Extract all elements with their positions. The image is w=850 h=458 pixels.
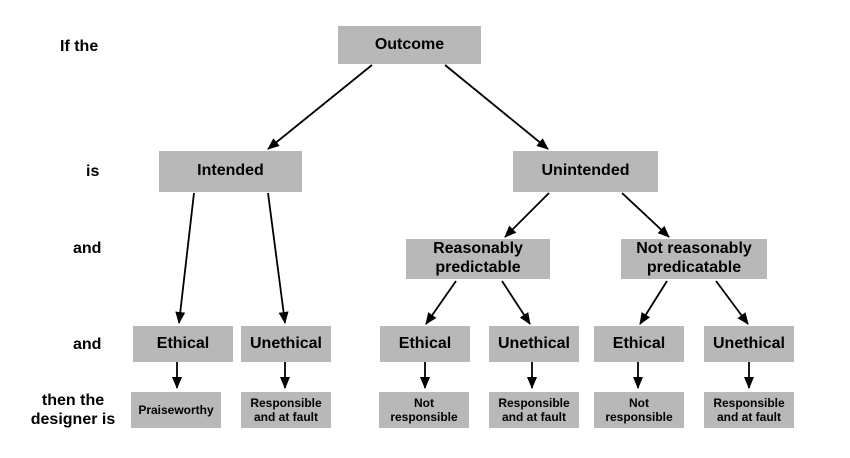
unethical-box-1: Unethical <box>241 326 331 362</box>
reasonably-predictable-line2: predictable <box>435 259 521 276</box>
outcome-box: Outcome <box>338 26 481 64</box>
row-label-then-the-designer-is: then the designer is <box>18 391 128 429</box>
responsible-at-fault-box-3: Responsible and at fault <box>704 392 794 428</box>
row-label-and-2: and <box>73 336 102 353</box>
arrow-intended-ethical <box>175 192 195 324</box>
arrow-predictable-ethical <box>425 280 457 325</box>
arrow-unintended-predictable <box>504 192 550 238</box>
arrow-unintended-notpredictable <box>621 192 670 238</box>
arrow-outcome-intended <box>267 64 373 150</box>
not-reasonably-predictable-line2: predicatable <box>646 259 742 276</box>
responsible-at-fault-2-line2: and at fault <box>501 410 566 424</box>
arrow-intended-unethical <box>267 192 289 324</box>
responsible-at-fault-2-line1: Responsible <box>498 395 570 410</box>
not-responsible-box-1: Not responsible <box>379 392 469 428</box>
arrow-notpredictable-unethical <box>715 280 749 325</box>
row-label-is: is <box>86 163 100 180</box>
not-responsible-1-line1: Not <box>414 395 434 410</box>
ethical-box-2: Ethical <box>380 326 470 362</box>
not-responsible-2-line1: Not <box>629 395 649 410</box>
responsible-at-fault-1-line1: Responsible <box>250 395 322 410</box>
reasonably-predictable-box: Reasonably predictable <box>406 239 550 279</box>
unethical-box-3: Unethical <box>704 326 794 362</box>
row-label-designer-is: designer is <box>30 411 116 428</box>
arrow-predictable-unethical <box>501 280 531 325</box>
not-responsible-2-line2: responsible <box>605 410 673 424</box>
row-label-then-the: then the <box>41 392 105 409</box>
not-reasonably-predictable-box: Not reasonably predicatable <box>621 239 767 279</box>
responsible-at-fault-box-2: Responsible and at fault <box>489 392 579 428</box>
unintended-box: Unintended <box>513 151 658 192</box>
responsible-at-fault-1-line2: and at fault <box>253 410 318 424</box>
intended-box: Intended <box>159 151 302 192</box>
responsible-at-fault-box-1: Responsible and at fault <box>241 392 331 428</box>
arrow-notpredictable-ethical <box>639 280 668 325</box>
arrow-outcome-unintended <box>444 64 549 150</box>
not-responsible-box-2: Not responsible <box>594 392 684 428</box>
praiseworthy-box: Praiseworthy <box>131 392 221 428</box>
not-reasonably-predictable-line1: Not reasonably <box>636 240 752 258</box>
row-label-if-the: If the <box>60 38 99 55</box>
responsible-at-fault-3-line1: Responsible <box>713 395 785 410</box>
not-responsible-1-line2: responsible <box>390 410 458 424</box>
row-label-and-1: and <box>73 240 102 257</box>
ethical-box-3: Ethical <box>594 326 684 362</box>
unethical-box-2: Unethical <box>489 326 579 362</box>
ethical-box-1: Ethical <box>133 326 233 362</box>
responsible-at-fault-3-line2: and at fault <box>716 410 781 424</box>
reasonably-predictable-line1: Reasonably <box>433 240 523 258</box>
